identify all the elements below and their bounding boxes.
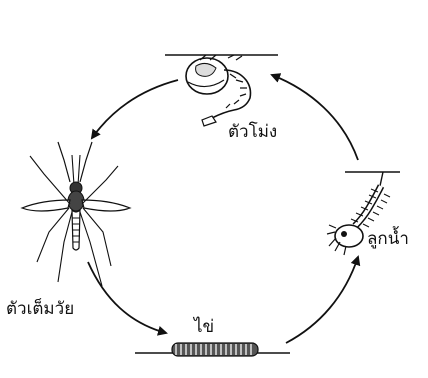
adult-label: ตัวเต็มวัย — [6, 301, 74, 318]
arrow-egg-to-larva — [286, 257, 358, 343]
arrow-pupa-to-adult — [92, 80, 178, 138]
larva-label: ลูกน้ำ — [367, 231, 409, 248]
mosquito-egg-raft-icon — [135, 343, 290, 356]
arrow-larva-to-pupa — [272, 75, 358, 160]
egg-label: ไข่ — [194, 319, 214, 336]
pupa-label: ตัวโม่ง — [228, 124, 277, 141]
arrow-adult-to-egg — [88, 262, 166, 333]
adult-mosquito-icon — [22, 142, 130, 286]
mosquito-pupa-icon — [165, 55, 278, 126]
